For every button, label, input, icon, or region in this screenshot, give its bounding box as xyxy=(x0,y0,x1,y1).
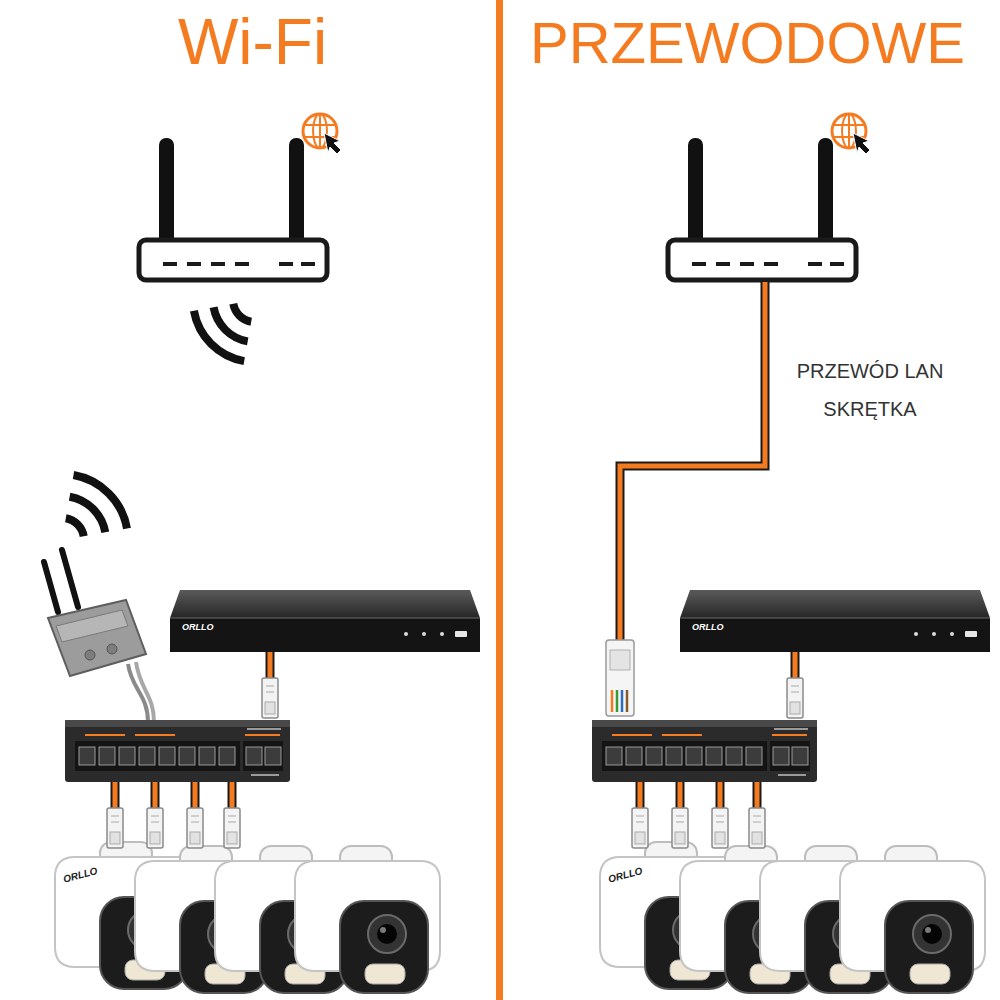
column-title: Wi-Fi xyxy=(4,4,501,81)
ip-camera xyxy=(295,846,440,993)
ip-camera xyxy=(840,846,985,993)
camera-cables xyxy=(632,782,765,848)
poe-switch xyxy=(592,720,817,782)
cable-label: PRZEWÓD LAN SKRĘTKA xyxy=(775,352,965,428)
wifi-waves xyxy=(66,475,127,536)
patch-cable xyxy=(787,652,803,718)
brand-logo: ORLLO xyxy=(692,622,752,633)
camera-cables xyxy=(107,782,240,848)
patch-cable xyxy=(262,652,278,718)
wifi-waves xyxy=(194,304,251,361)
router-icon xyxy=(668,114,870,280)
nvr-recorder xyxy=(170,590,480,652)
divider-line xyxy=(496,0,503,1000)
brand-logo: ORLLO xyxy=(182,622,242,633)
wifi-bridge xyxy=(44,550,154,722)
nvr-recorder xyxy=(680,590,990,652)
column-title: PRZEWODOWE xyxy=(499,8,996,78)
router-icon xyxy=(139,114,341,280)
poe-switch xyxy=(65,720,290,782)
